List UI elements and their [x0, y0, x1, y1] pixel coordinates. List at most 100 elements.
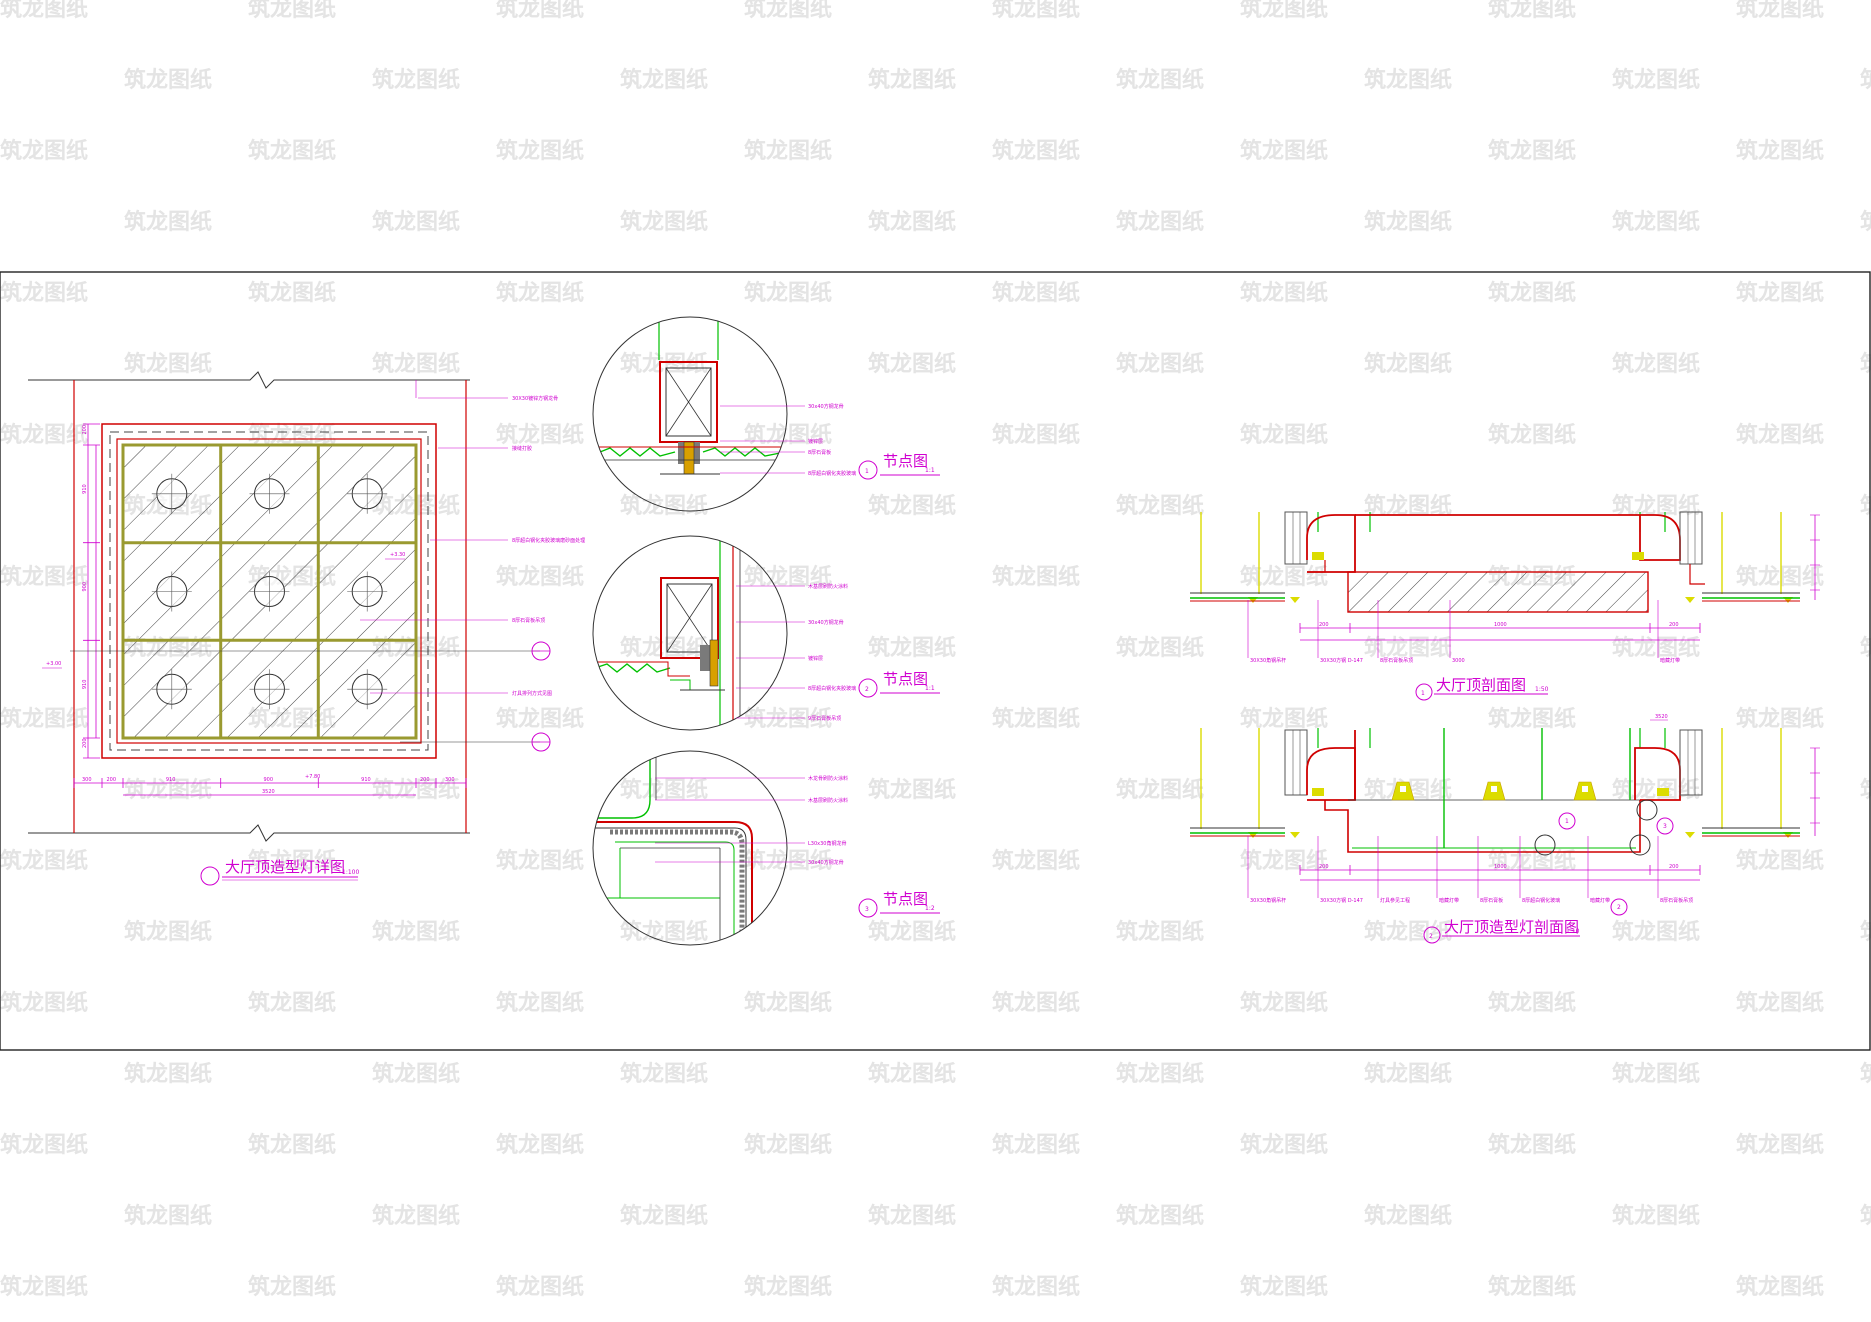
watermark-text: 筑龙图纸: [744, 990, 832, 1016]
watermark-text: 筑龙图纸: [0, 990, 88, 1016]
watermark-text: 筑龙图纸: [1116, 1203, 1204, 1229]
section-dim: 200: [1669, 864, 1679, 870]
watermark-text: 筑龙图纸: [496, 138, 584, 164]
watermark-text: 筑龙图纸: [992, 706, 1080, 732]
watermark-text: 筑龙图纸: [992, 1132, 1080, 1158]
watermark-text: 筑龙图纸: [1240, 0, 1328, 22]
section-hatched-panel: [1347, 571, 1649, 613]
watermark-text: 筑龙图纸: [248, 0, 336, 22]
svg-text:3: 3: [865, 906, 869, 913]
plan-outer-frame: [101, 423, 437, 759]
plan-dim-bottom: 910: [166, 777, 176, 783]
watermark-text: 筑龙图纸: [1240, 1274, 1328, 1300]
detail-2-title: 节点图: [883, 670, 928, 688]
watermark-text: 筑龙图纸: [1240, 706, 1328, 732]
section-dim: 200: [1319, 622, 1329, 628]
detail-note: 镀锌层: [808, 655, 823, 662]
watermark-text: 筑龙图纸: [1612, 1061, 1700, 1087]
watermark-text: 筑龙图纸: [1240, 990, 1328, 1016]
watermark-text: 筑龙图纸: [744, 706, 832, 732]
plan-dim-bottom: 200: [107, 777, 117, 783]
watermark-text: 筑龙图纸: [744, 422, 832, 448]
detail-note: 木龙骨刷防火涂料: [808, 775, 848, 782]
section-note: 3000: [1452, 658, 1465, 664]
watermark-text: 筑龙图纸: [1116, 209, 1204, 235]
watermark-text: 筑龙图纸: [1488, 1274, 1576, 1300]
watermark-text: 筑龙图纸: [868, 1203, 956, 1229]
watermark-text: 筑龙图纸: [868, 1061, 956, 1087]
plan-title-marker: [200, 866, 220, 886]
watermark-text: 筑龙图纸: [0, 1274, 88, 1300]
watermark-text: 筑龙图纸: [1116, 919, 1204, 945]
watermark-text: 筑龙图纸: [248, 280, 336, 306]
section-1-scale: 1:50: [1535, 686, 1549, 693]
watermark-text: 筑龙图纸: [0, 0, 88, 22]
section-note: 8厚超白钢化玻璃: [1522, 897, 1560, 904]
plan-leader-notes: 30X30镀锌方钢龙骨接缝打胶8厚超白钢化夹胶玻璃磨砂面处理8厚石膏板吊顶灯具排…: [360, 380, 585, 697]
watermark-text: 筑龙图纸: [1116, 67, 1204, 93]
watermark-text: 筑龙图纸: [372, 209, 460, 235]
detail-note: 9厚石膏板吊顶: [808, 715, 841, 722]
watermark-text: 筑龙图纸: [248, 848, 336, 874]
watermark-text: 筑龙图纸: [1488, 990, 1576, 1016]
watermark-text: 筑龙图纸: [1612, 635, 1700, 661]
watermark-text: 筑龙图纸: [0, 138, 88, 164]
section-marker: 2: [1617, 904, 1621, 911]
watermark-text: 筑龙图纸: [1860, 1061, 1871, 1087]
watermark-text: 筑龙图纸: [248, 138, 336, 164]
watermark-text: 筑龙图纸: [992, 422, 1080, 448]
lamp-group: [151, 473, 388, 710]
section-note: 暗藏灯带: [1590, 897, 1610, 904]
plan-dim-bottom: 300: [445, 777, 455, 783]
watermark-text: 筑龙图纸: [992, 1274, 1080, 1300]
watermark-text: 筑龙图纸: [992, 138, 1080, 164]
watermark-text: 筑龙图纸: [744, 564, 832, 590]
watermark-text: 筑龙图纸: [0, 564, 88, 590]
watermark-text: 筑龙图纸: [868, 493, 956, 519]
detail-note: 8厚超白钢化夹胶玻璃: [808, 685, 856, 692]
detail-3-scale: 1:2: [925, 905, 935, 912]
watermark-text: 筑龙图纸: [1736, 0, 1824, 22]
plan-note: 30X30镀锌方钢龙骨: [512, 395, 558, 402]
section-2-callout: 3520: [1655, 714, 1668, 720]
section-dim: 1000: [1494, 622, 1507, 628]
watermark-text: 筑龙图纸: [1860, 635, 1871, 661]
detail-3-title: 节点图: [883, 890, 928, 908]
plan-dim-total: 3520: [262, 789, 275, 795]
detail-note: 30x40方钢龙骨: [808, 859, 844, 866]
plan-elevation-bottom: +7.80: [305, 774, 320, 780]
section-marker: 3: [1663, 823, 1667, 830]
plan-note: 8厚石膏板吊顶: [512, 617, 545, 624]
watermark-text: 筑龙图纸: [1612, 777, 1700, 803]
watermark-text: 筑龙图纸: [0, 848, 88, 874]
watermark-text: 筑龙图纸: [1860, 209, 1871, 235]
watermark-text: 筑龙图纸: [620, 1061, 708, 1087]
watermark-text: 筑龙图纸: [496, 280, 584, 306]
watermark-text: 筑龙图纸: [1240, 138, 1328, 164]
watermark-text: 筑龙图纸: [496, 1132, 584, 1158]
watermark-text: 筑龙图纸: [1736, 1274, 1824, 1300]
detail-note: 木基层刷防火涂料: [808, 797, 848, 804]
watermark-text: 筑龙图纸: [992, 848, 1080, 874]
plan-dim-left: 200: [82, 738, 88, 748]
section-note: 30X30方钢 D-147: [1320, 897, 1363, 904]
watermark-text: 筑龙图纸: [496, 848, 584, 874]
watermark-text: 筑龙图纸: [496, 422, 584, 448]
watermark-text: 筑龙图纸: [1612, 1203, 1700, 1229]
watermark-text: 筑龙图纸: [0, 706, 88, 732]
watermark-text: 筑龙图纸: [868, 67, 956, 93]
watermark-text: 筑龙图纸: [248, 990, 336, 1016]
section-2-title: 大厅顶造型灯剖面图: [1444, 918, 1579, 936]
watermark-text: 筑龙图纸: [620, 635, 708, 661]
detail-2-scale: 1:1: [925, 685, 935, 692]
svg-text:1: 1: [865, 468, 869, 475]
watermark-text: 筑龙图纸: [496, 706, 584, 732]
watermark-text: 筑龙图纸: [248, 1132, 336, 1158]
watermark-text: 筑龙图纸: [372, 67, 460, 93]
watermark-text: 筑龙图纸: [1736, 564, 1824, 590]
watermark-text: 筑龙图纸: [1240, 564, 1328, 590]
